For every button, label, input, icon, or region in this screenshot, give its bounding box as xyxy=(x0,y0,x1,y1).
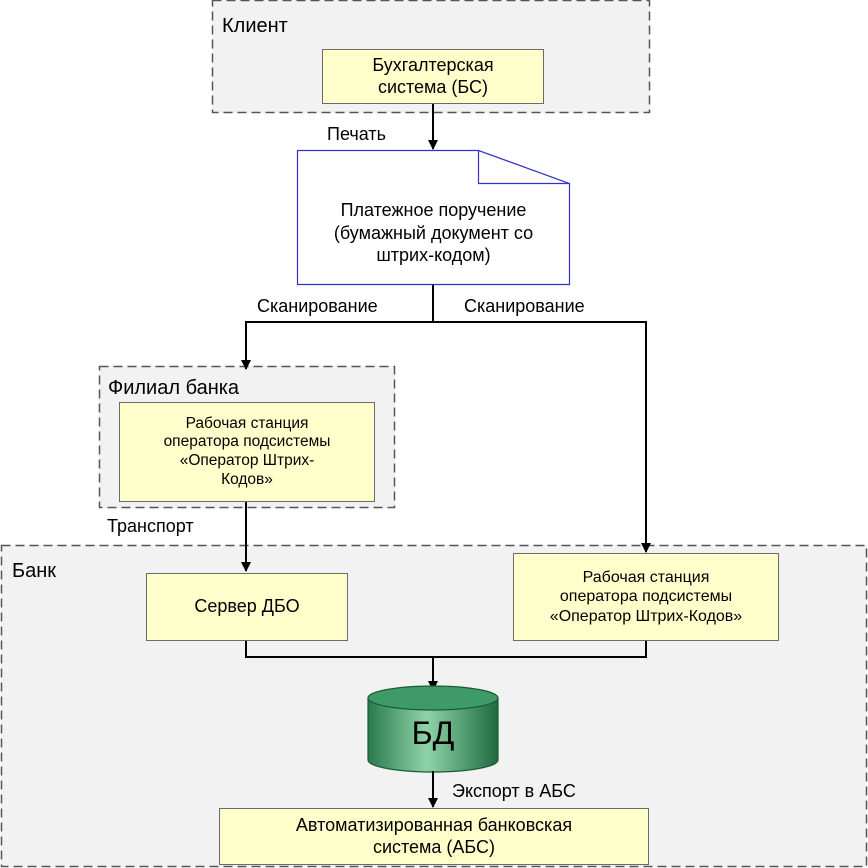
accounting-system-box: Бухгалтерская система (БС) xyxy=(322,49,544,104)
print-label: Печать xyxy=(327,124,386,144)
abs-label: Автоматизированная банковская система (А… xyxy=(295,814,573,857)
line-dbo-join xyxy=(245,641,433,658)
bank-zone-label: Банк xyxy=(12,560,57,582)
transport-label: Транспорт xyxy=(107,516,194,536)
bank-workstation-label: Рабочая станция оператора подсистемы «Оп… xyxy=(549,569,743,625)
branch-workstation-label: Рабочая станция оператора подсистемы «Оп… xyxy=(163,414,331,488)
arrow-scan-left xyxy=(241,321,433,370)
bank-zone-border xyxy=(0,544,868,868)
branch-workstation-box: Рабочая станция оператора подсистемы «Оп… xyxy=(119,402,375,502)
payment-order-fold xyxy=(477,150,570,185)
client-zone-label: Клиент xyxy=(222,15,288,37)
arrow-scan-right xyxy=(433,321,651,553)
client-zone-border xyxy=(211,0,651,114)
dbo-server-box: Сервер ДБО xyxy=(146,573,348,641)
abs-box: Автоматизированная банковская система (А… xyxy=(219,808,649,865)
line-ws-join xyxy=(433,641,647,658)
branch-zone-label: Филиал банка xyxy=(108,377,240,399)
database-shape xyxy=(367,685,499,773)
payment-order-text-area: Платежное поручение (бумажный документ с… xyxy=(298,188,569,278)
dbo-server-label: Сервер ДБО xyxy=(194,596,300,617)
scan-right-label: Сканирование xyxy=(464,296,585,316)
database-label: БД xyxy=(411,714,455,751)
bank-workstation-box: Рабочая станция оператора подсистемы «Оп… xyxy=(513,553,779,641)
export-label: Экспорт в АБС xyxy=(452,781,576,801)
payment-order-label: Платежное поручение (бумажный документ с… xyxy=(333,200,534,266)
database-label-area: БД xyxy=(368,710,498,756)
accounting-system-label: Бухгалтерская система (БС) xyxy=(372,54,494,97)
scan-left-label: Сканирование xyxy=(257,296,378,316)
